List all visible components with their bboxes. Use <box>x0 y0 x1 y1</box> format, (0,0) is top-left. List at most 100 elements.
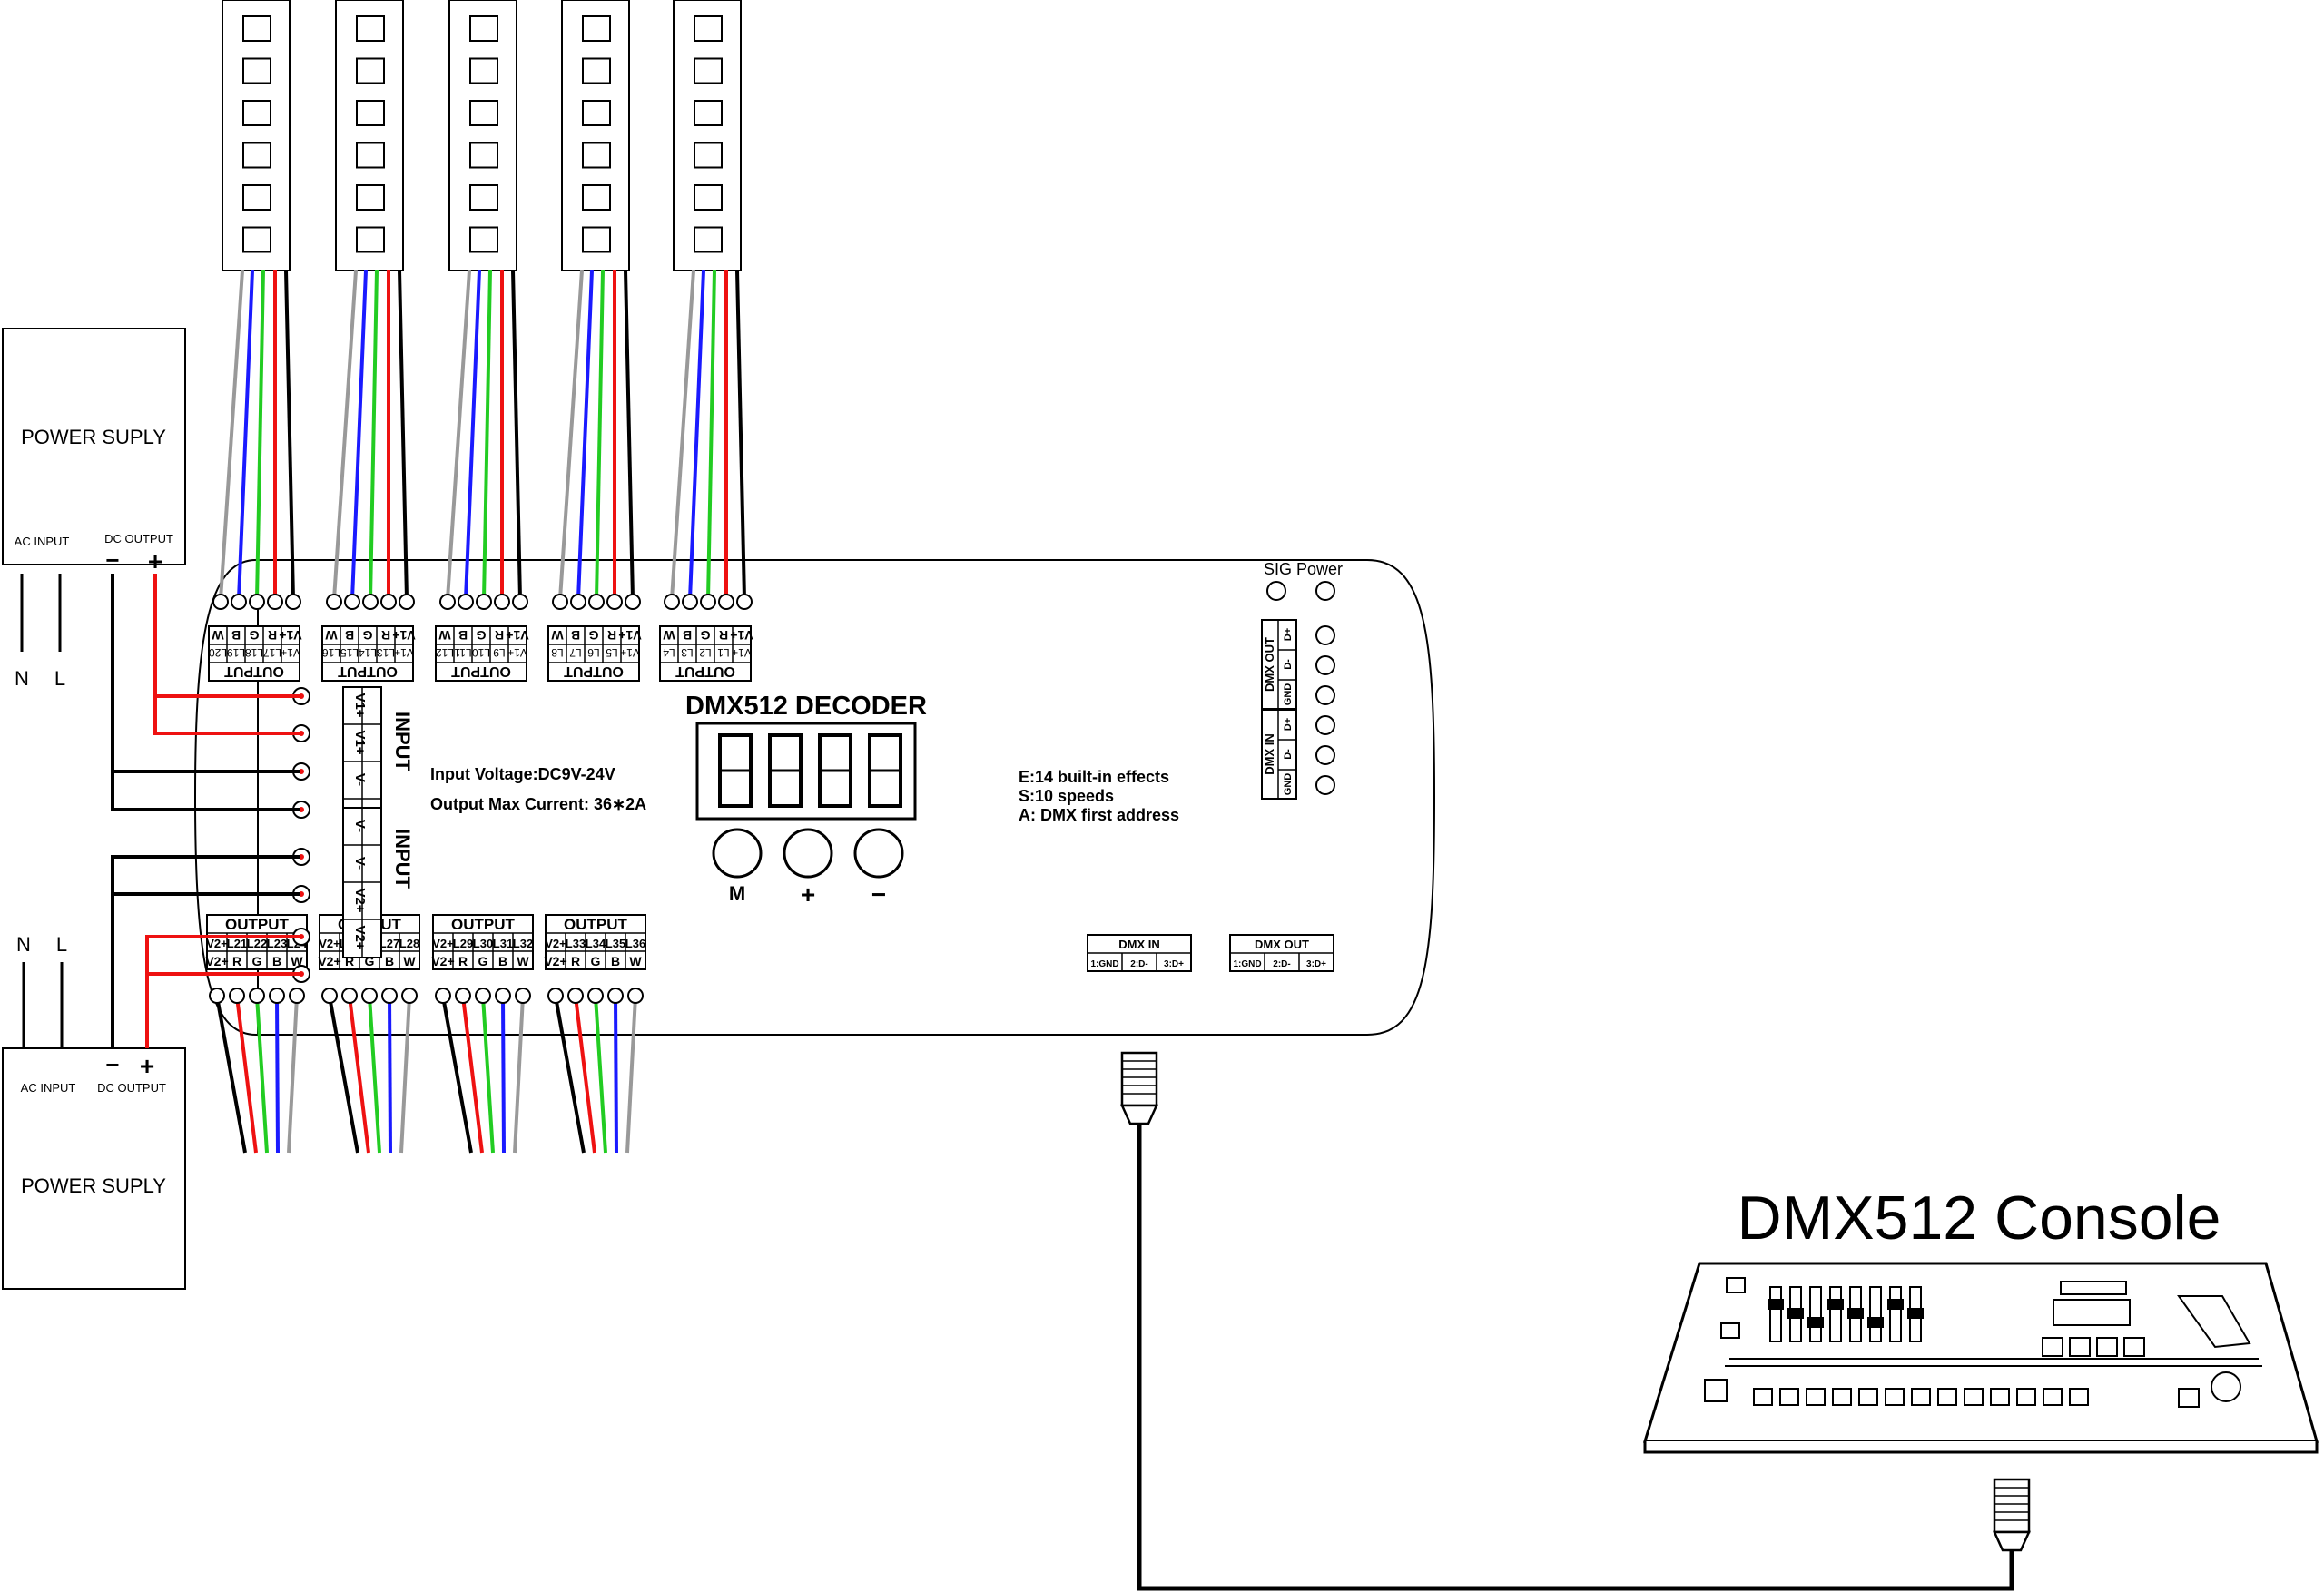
channel-label: B <box>611 954 620 968</box>
channel-number: L21 <box>227 937 247 950</box>
console-fader <box>1889 1286 1902 1342</box>
channel-label: W <box>403 954 416 968</box>
wire <box>688 270 705 600</box>
address-text: A: DMX first address <box>1019 806 1179 824</box>
console-title: DMX512 Console <box>1738 1184 2221 1253</box>
output-label: OUTPUT <box>225 916 290 933</box>
wire <box>461 996 484 1154</box>
power-supply-top: POWER SUPLY AC INPUT DC OUTPUT − + N L <box>2 328 186 690</box>
connector-tip <box>1993 1530 2031 1552</box>
led-display <box>695 722 917 821</box>
wire <box>576 270 594 600</box>
decoder-title: DMX512 DECODER <box>685 692 927 721</box>
channel-number: L31 <box>493 937 513 950</box>
channel-number: L33 <box>566 937 586 950</box>
channel-label: R <box>458 954 468 968</box>
channel-number: L5 <box>606 646 618 659</box>
minus-button[interactable] <box>853 828 904 879</box>
pin-label: V2+ <box>352 888 368 912</box>
wire <box>481 996 495 1154</box>
digit <box>818 733 852 808</box>
led-chip <box>582 226 611 253</box>
output-label: OUTPUT <box>451 916 516 933</box>
terminal-screw <box>212 594 229 610</box>
wire <box>369 270 379 600</box>
terminal-screw <box>249 594 265 610</box>
digit <box>718 733 753 808</box>
channel-label: G <box>591 954 601 968</box>
dmx512-console: DMX512 Console <box>1642 1184 2319 1454</box>
strip-body <box>448 0 517 271</box>
channel-number: V1+ <box>620 646 640 659</box>
channel-number: V2+ <box>432 937 454 950</box>
channel-label: V1+ <box>279 628 301 643</box>
channel-number: L34 <box>586 937 606 950</box>
pin-label: V- <box>352 857 368 870</box>
channel-label: G <box>362 628 372 643</box>
terminal-screw <box>552 594 568 610</box>
terminal-screw <box>625 594 641 610</box>
block-frame <box>659 625 752 682</box>
terminal-screw <box>664 594 680 610</box>
channel-label: R <box>607 628 616 643</box>
wire <box>446 270 471 600</box>
wire <box>350 270 368 600</box>
console-fader <box>1829 1286 1842 1342</box>
wire <box>235 996 258 1154</box>
m-button[interactable] <box>712 828 763 879</box>
live-label: L <box>54 667 65 690</box>
dmx-pin: 1:GND <box>1090 959 1118 969</box>
block-frame <box>206 914 308 970</box>
dmx-pin-hole <box>1315 625 1335 645</box>
led-chip <box>469 57 498 84</box>
console-button <box>1911 1388 1931 1406</box>
terminal-screw <box>606 594 623 610</box>
console-button <box>1832 1388 1852 1406</box>
console-display <box>2060 1281 2127 1295</box>
wire <box>255 996 269 1154</box>
connector-tip <box>1120 1104 1158 1125</box>
channel-number: L9 <box>493 646 506 659</box>
channel-label: G <box>700 628 710 643</box>
dmx-pin-hole <box>1315 775 1335 795</box>
sig-power-label: SIG Power <box>1264 560 1343 578</box>
power-supply-bottom: POWER SUPLY AC INPUT DC OUTPUT − + N L <box>2 933 186 1290</box>
console-button <box>1806 1388 1826 1406</box>
led-chip <box>469 100 498 126</box>
console-fader-knob <box>1787 1308 1804 1319</box>
effects-text: E:14 built-in effects <box>1019 768 1169 786</box>
block-frame <box>1261 709 1297 800</box>
channel-label: B <box>458 628 468 643</box>
channel-number: V1+ <box>394 646 414 659</box>
terminal-screw <box>587 988 604 1004</box>
channel-label: G <box>478 954 488 968</box>
input-screw-dot <box>299 934 304 939</box>
dmx-side-pin: D- <box>1283 749 1294 760</box>
terminal-screw <box>515 988 531 1004</box>
channel-number: L11 <box>454 646 471 659</box>
channel-number: V2+ <box>319 937 340 950</box>
speeds-text: S:10 speeds <box>1019 787 1114 805</box>
dmx-pin-hole <box>1315 715 1335 735</box>
dc-minus-label: − <box>105 1051 119 1078</box>
wire <box>398 270 409 600</box>
wire <box>625 996 637 1154</box>
led-chip <box>242 57 271 84</box>
power-supply-title: POWER SUPLY <box>21 426 166 448</box>
wire <box>441 996 473 1154</box>
output-label: OUTPUT <box>564 663 624 679</box>
channel-label: R <box>495 628 504 643</box>
console-fader <box>1869 1286 1882 1342</box>
led-strip-top <box>222 0 290 271</box>
channel-label: W <box>551 628 564 643</box>
channel-label: W <box>438 628 451 643</box>
plus-button[interactable] <box>783 828 833 879</box>
channel-label: V1+ <box>506 628 528 643</box>
block-frame <box>321 625 414 682</box>
terminal-screw <box>249 988 265 1004</box>
channel-number: V1+ <box>281 646 300 659</box>
dmx-pin-hole <box>1315 745 1335 765</box>
block-frame <box>545 914 646 970</box>
led-chip <box>582 142 611 169</box>
